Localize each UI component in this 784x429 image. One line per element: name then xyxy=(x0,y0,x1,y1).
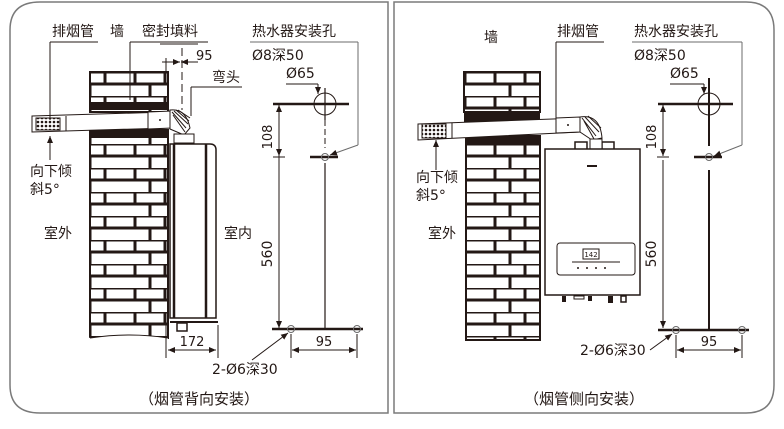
panel-frame xyxy=(393,1,775,414)
label-bottom-holes: 2-Ø6深30 xyxy=(580,343,646,359)
elbow-fitting xyxy=(169,109,195,144)
dim-offset-value: 95 xyxy=(196,49,213,64)
button-dot xyxy=(595,267,597,269)
label-wall: 墙 xyxy=(110,24,124,40)
dim-upper-vertical: 108 xyxy=(645,125,660,150)
label-tilt-1: 向下倾 xyxy=(30,164,72,180)
water-heater-side xyxy=(169,143,218,332)
label-sealant: 密封填料 xyxy=(142,23,198,40)
label-flue-pipe: 排烟管 xyxy=(52,24,94,40)
button-dot xyxy=(604,267,606,269)
bottom-hole-left xyxy=(672,326,680,334)
label-outdoor: 室外 xyxy=(428,225,456,242)
label-mount-spec: Ø8深50 xyxy=(634,48,686,64)
button-dot xyxy=(577,267,579,269)
dim-offset xyxy=(160,43,198,110)
flue-pipe xyxy=(31,110,173,133)
dim-depth-value: 172 xyxy=(180,335,205,350)
panel-frame xyxy=(9,1,389,414)
wall-lower xyxy=(88,129,169,342)
water-heater-front: 142 xyxy=(544,148,641,303)
flue-terminal-grille xyxy=(35,117,61,131)
label-mount-holes: 热水器安装孔 xyxy=(252,24,336,40)
wall-lower xyxy=(465,135,541,341)
mount-hole-upper xyxy=(705,153,713,161)
elbow-fitting xyxy=(574,115,615,151)
label-outdoor: 室外 xyxy=(44,225,72,242)
label-elbow: 弯头 xyxy=(212,69,240,86)
label-wall: 墙 xyxy=(484,30,498,46)
pipe-connector xyxy=(562,296,566,302)
pipe-connector xyxy=(620,295,627,303)
label-tilt-2: 斜5° xyxy=(416,188,446,204)
dim-depth xyxy=(165,325,219,358)
label-pipe-dia: Ø65 xyxy=(670,66,699,82)
flue-terminal-grille xyxy=(421,123,447,139)
mount-hole-upper xyxy=(321,153,329,161)
brand-logo xyxy=(587,165,597,167)
label-flue-pipe: 排烟管 xyxy=(557,24,599,40)
display-readout: 142 xyxy=(584,251,597,259)
dim-lower-vertical: 560 xyxy=(644,241,660,268)
label-tilt-1: 向下倾 xyxy=(416,170,458,186)
bottom-hole-left xyxy=(287,325,295,333)
dim-hole-spacing: 95 xyxy=(316,335,333,350)
label-indoor: 室内 xyxy=(224,225,252,242)
button-dot xyxy=(586,267,588,269)
caption-rear: （烟管背向安装） xyxy=(139,390,259,408)
dim-lower-vertical: 560 xyxy=(260,241,276,268)
pipe-connector xyxy=(608,296,613,303)
caption-side: （烟管侧向安装） xyxy=(524,390,644,408)
label-mount-holes: 热水器安装孔 xyxy=(634,24,718,40)
wall-upper xyxy=(89,71,169,113)
dim-upper-vertical: 108 xyxy=(261,125,276,150)
mount-template-rear: 热水器安装孔 Ø8深50 Ø65 xyxy=(250,24,363,361)
dim-hole-spacing: 95 xyxy=(701,335,718,350)
bottom-hole-right xyxy=(738,326,746,334)
label-pipe-dia: Ø65 xyxy=(286,66,315,82)
label-tilt-2: 斜5° xyxy=(30,182,60,198)
panel-side: 142 墙 排烟管 向下倾 斜5° 室外 热水器安装孔 Ø8深50 Ø65 xyxy=(393,1,775,414)
wall-upper xyxy=(463,71,541,124)
display-screen xyxy=(582,248,600,260)
panel-rear: 172 95 排烟管 墙 密封填料 弯头 向下倾 斜5° 室外 室内 热水器安装… xyxy=(9,1,389,414)
bottom-hole-right xyxy=(353,325,361,333)
label-mount-spec: Ø8深50 xyxy=(252,48,304,64)
mount-template-side: 热水器安装孔 Ø8深50 Ø65 xyxy=(632,24,749,358)
label-bottom-holes: 2-Ø6深30 xyxy=(212,362,278,378)
